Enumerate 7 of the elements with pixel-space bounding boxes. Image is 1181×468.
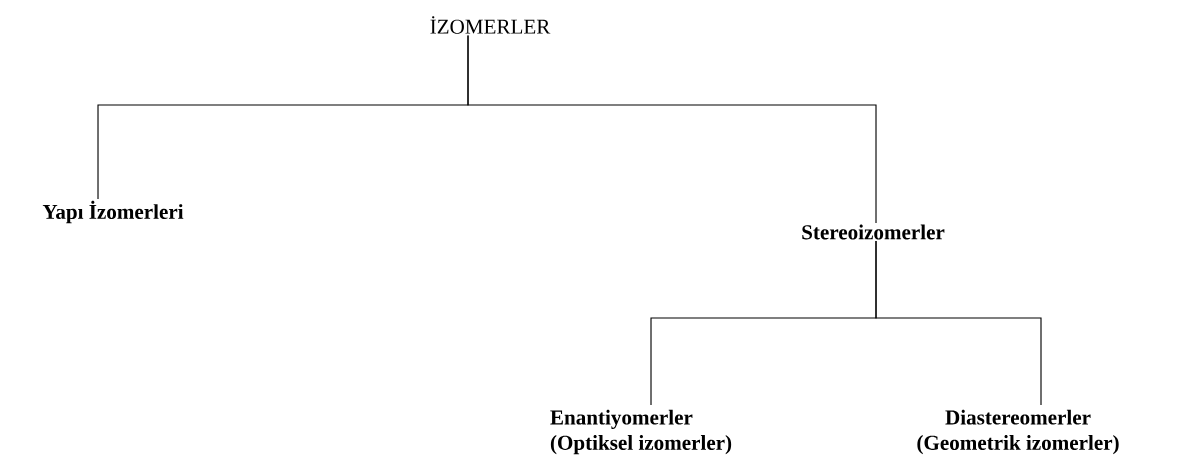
connector-line <box>875 240 1042 406</box>
category-label: Enantiyomerler (Optiksel izomerler) <box>550 409 732 455</box>
category-label: İZOMERLER <box>430 16 551 34</box>
connector-line <box>467 34 877 224</box>
category-label: Diastereomerler (Geometrik izomerler) <box>917 409 1119 455</box>
category-label: Stereoizomerler <box>802 224 945 240</box>
category-label: Yapı İzomerleri <box>42 200 184 224</box>
